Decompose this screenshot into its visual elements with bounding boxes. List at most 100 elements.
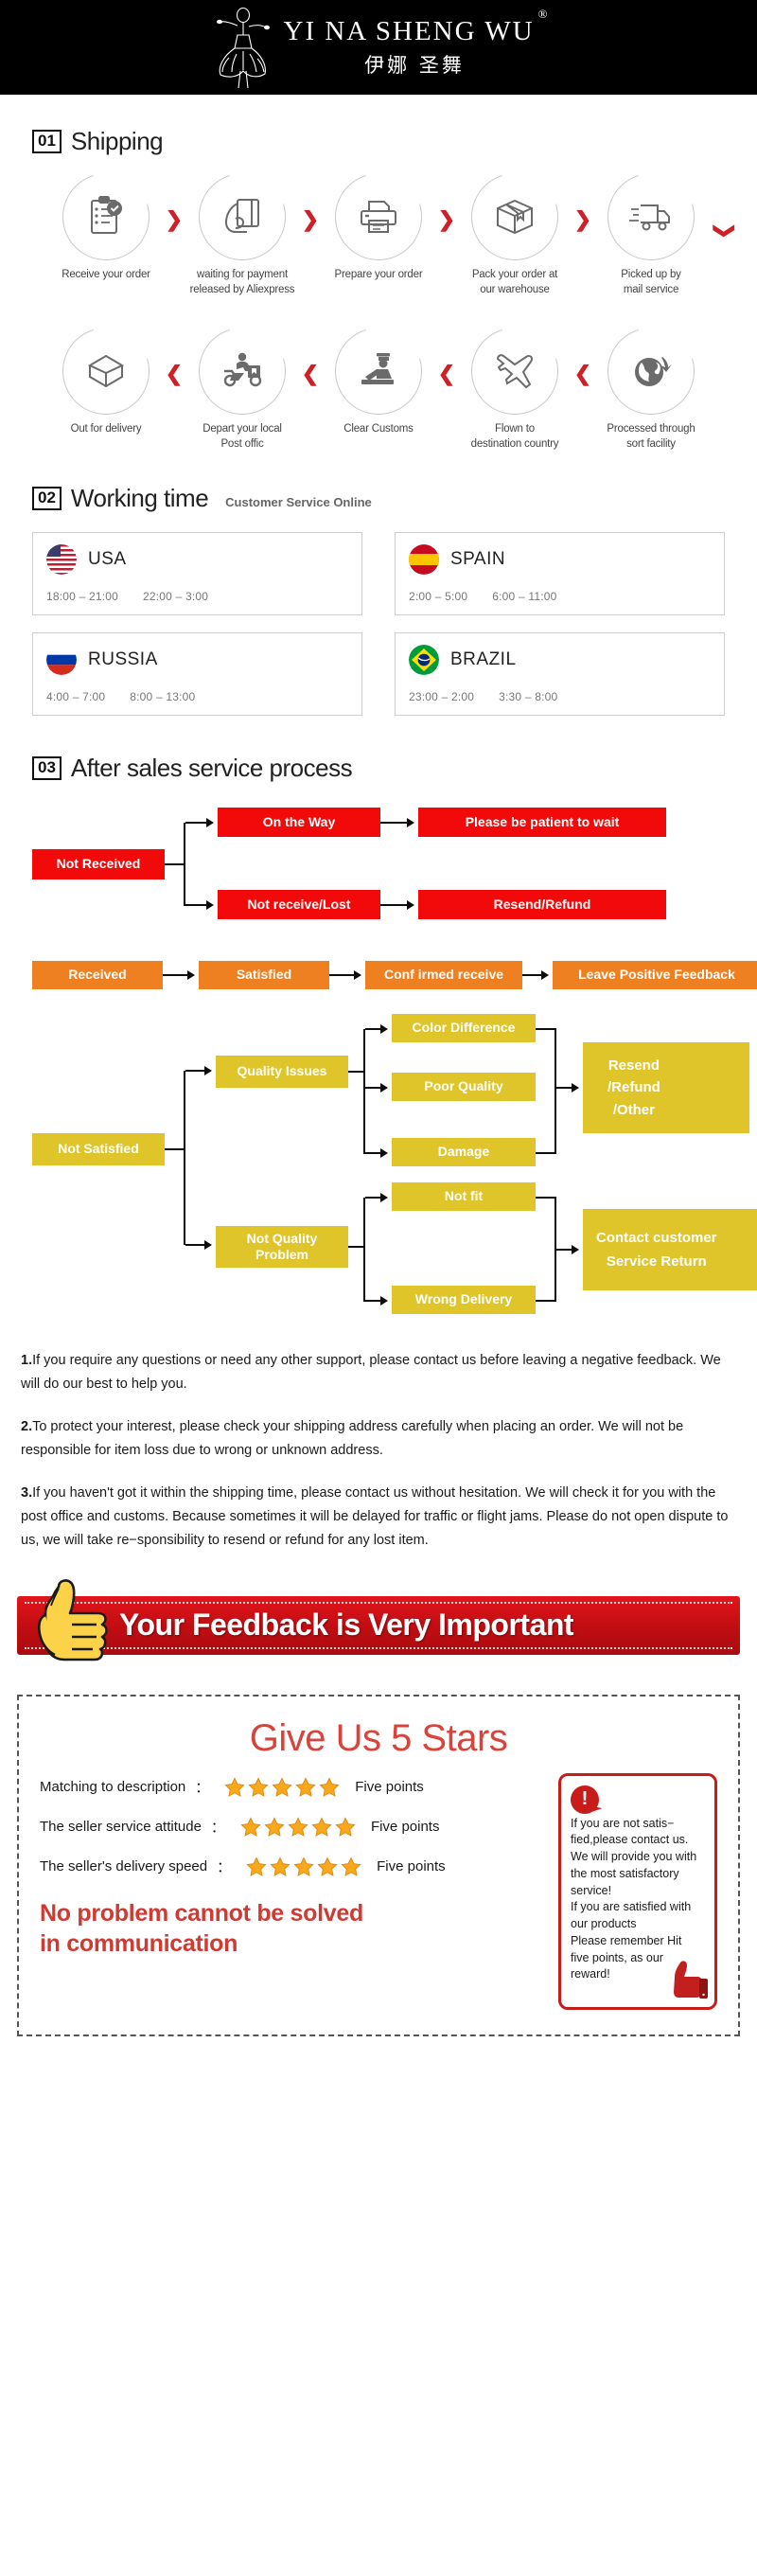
arrow-right-icon: ❯ — [573, 207, 592, 231]
star-rating-5[interactable] — [224, 1777, 340, 1798]
star-icon[interactable] — [264, 1817, 285, 1838]
star-icon[interactable] — [335, 1817, 356, 1838]
note-text: If you haven't got it within the shippin… — [21, 1484, 729, 1548]
note-number: 1. — [21, 1353, 33, 1369]
star-rating-5[interactable] — [246, 1856, 361, 1877]
note-text: To protect your interest, please check y… — [21, 1418, 684, 1458]
flowchart-not-received: Not Received On the Way Please be patien… — [32, 804, 725, 927]
star-icon[interactable] — [341, 1856, 361, 1877]
star-icon[interactable] — [319, 1777, 340, 1798]
flag-usa-icon — [46, 544, 77, 576]
step-label: Flown to destination country — [470, 423, 559, 450]
shipping-steps-row-2: Out for delivery ❮ D — [32, 311, 725, 452]
star-icon[interactable] — [311, 1817, 332, 1838]
shipping-step: Picked up by mail service — [591, 157, 711, 297]
star-icon[interactable] — [293, 1856, 314, 1877]
stars-rows: Matching to description ： Five points Th… — [40, 1777, 545, 2010]
rating-row: Matching to description ： Five points — [40, 1777, 545, 1798]
rating-label: Matching to description — [40, 1779, 186, 1796]
open-box-icon — [84, 352, 128, 390]
flag-brazil-icon — [409, 645, 439, 676]
airplane-icon — [494, 351, 536, 391]
step-label: Depart your local Post offic — [202, 423, 282, 450]
step-label: Out for delivery — [70, 423, 142, 435]
time-slot: 22:00 – 3:00 — [143, 590, 209, 604]
dancer-logo-icon — [216, 7, 270, 88]
flag-russia-icon — [46, 645, 77, 676]
feedback-banner-text: Your Feedback is Very Important — [119, 1608, 574, 1643]
section-subtitle: Customer Service Online — [225, 495, 372, 510]
step-label: Clear Customs — [343, 423, 414, 435]
star-icon[interactable] — [270, 1856, 290, 1877]
feedback-banner: Your Feedback is Very Important — [17, 1575, 740, 1670]
star-icon[interactable] — [248, 1777, 269, 1798]
notice-text: If you are not satis− fied,please contac… — [571, 1816, 697, 1981]
brand-chinese: 伊娜 圣舞 — [364, 54, 465, 77]
time-slots: 4:00 – 7:00 8:00 – 13:00 — [46, 690, 348, 703]
star-icon[interactable] — [288, 1817, 308, 1838]
step-circle — [46, 157, 166, 276]
step-label: Processed through sort facility — [607, 423, 695, 450]
thumbs-up-icon — [37, 1578, 108, 1661]
flow-node-not-quality-problem: Not Quality Problem — [216, 1226, 348, 1269]
flowchart-not-satisfied: Not Satisfied Quality Issues Color Diffe… — [32, 1012, 757, 1324]
country-name: RUSSIA — [88, 649, 158, 670]
globe-icon — [630, 351, 672, 391]
arrow-right-icon: ❯ — [301, 207, 320, 231]
flow-node-color-difference: Color Difference — [392, 1014, 536, 1043]
working-time-card-russia: RUSSIA 4:00 – 7:00 8:00 – 13:00 — [32, 632, 362, 717]
arrow-right-icon: ❯ — [437, 207, 456, 231]
star-rating-5[interactable] — [240, 1817, 356, 1838]
working-time-section: 02 Working time Customer Service Online — [0, 484, 757, 717]
page-title: Shipping — [70, 127, 164, 155]
feedback-bar: Your Feedback is Very Important — [17, 1595, 740, 1655]
star-icon[interactable] — [246, 1856, 267, 1877]
working-time-card-usa: USA 18:00 – 21:00 22:00 – 3:00 — [32, 532, 362, 616]
flow-node-not-received: Not Received — [32, 849, 165, 880]
working-time-heading: 02 Working time Customer Service Online — [32, 484, 725, 513]
working-time-grid: USA 18:00 – 21:00 22:00 – 3:00 SPAIN 2:0… — [32, 532, 725, 717]
star-icon[interactable] — [317, 1856, 338, 1877]
notice-card: ! If you are not satis− fied,please cont… — [558, 1772, 717, 2010]
printer-icon — [358, 198, 399, 236]
flow-node-not-satisfied: Not Satisfied — [32, 1133, 165, 1166]
give-us-5-stars-box: Give Us 5 Stars Matching to description … — [17, 1694, 740, 2036]
rating-points: Five points — [355, 1779, 424, 1796]
card-header: SPAIN — [409, 544, 711, 576]
rating-points: Five points — [377, 1858, 446, 1875]
rating-colon: ： — [217, 1859, 232, 1876]
shipping-step: Prepare your order — [319, 157, 438, 283]
note-item: 2.To protect your interest, please check… — [21, 1415, 736, 1463]
step-circle — [46, 311, 166, 431]
flow-node-text: Contact customer Service Return — [596, 1229, 717, 1270]
country-name: SPAIN — [450, 549, 506, 570]
shipping-step: Out for delivery — [46, 311, 166, 437]
note-number: 3. — [21, 1484, 33, 1501]
note-item: 1.If you require any questions or need a… — [21, 1349, 736, 1396]
flowchart-received: Received Satisfied Conf irmed receive Le… — [32, 957, 757, 1003]
flow-node-leave-positive-feedback: Leave Positive Feedback — [553, 961, 757, 990]
star-icon[interactable] — [272, 1777, 292, 1798]
step-circle — [455, 311, 574, 431]
flow-node-confirmed-receive: Conf irmed receive — [365, 961, 522, 990]
note-item: 3.If you haven't got it within the shipp… — [21, 1482, 736, 1553]
flow-node-poor-quality: Poor Quality — [392, 1073, 536, 1102]
step-label: Picked up by mail service — [621, 269, 681, 295]
star-icon[interactable] — [240, 1817, 261, 1838]
step-circle — [591, 157, 711, 276]
shipping-section: 01 Shipping Receive — [0, 127, 757, 452]
shipping-step: waiting for payment released by Aliexpre… — [183, 157, 302, 297]
rating-points: Five points — [370, 1819, 440, 1836]
working-time-card-spain: SPAIN 2:00 – 5:00 6:00 – 11:00 — [395, 532, 725, 616]
arrow-down-icon: ❯ — [713, 222, 737, 240]
rating-label: The seller service attitude — [40, 1819, 202, 1836]
brand-latin-text: YI NA SHENG WU — [283, 16, 535, 46]
star-icon[interactable] — [295, 1777, 316, 1798]
hand-card-icon — [222, 196, 262, 238]
flow-node-wrong-delivery: Wrong Delivery — [392, 1286, 536, 1315]
rating-colon: ： — [210, 1820, 225, 1837]
shipping-step: Pack your order at our warehouse — [455, 157, 574, 297]
shipping-heading: 01 Shipping — [32, 127, 725, 156]
card-header: USA — [46, 544, 348, 576]
star-icon[interactable] — [224, 1777, 245, 1798]
